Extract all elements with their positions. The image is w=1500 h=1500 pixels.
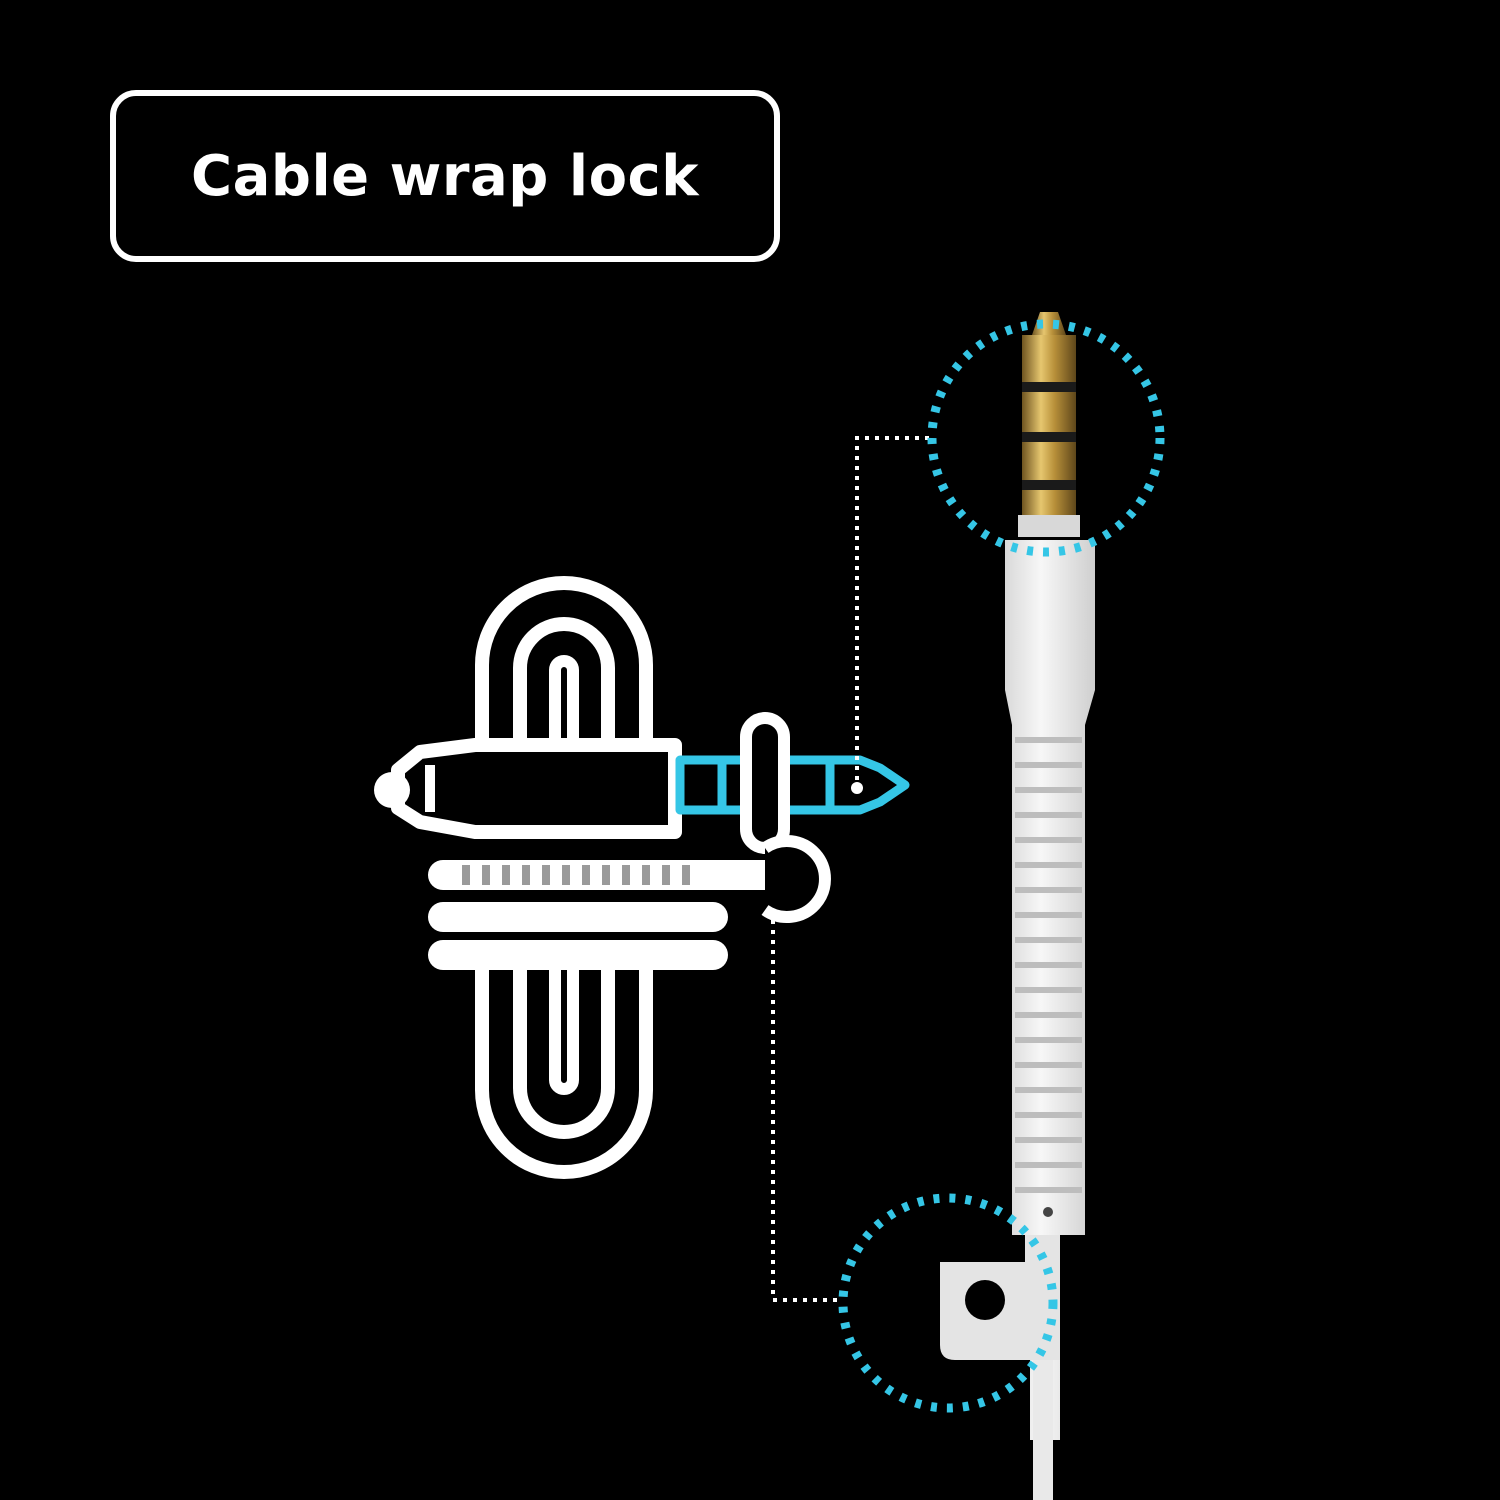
feature-title: Cable wrap lock (191, 143, 699, 209)
jack-plug-photo (940, 312, 1095, 1500)
lock-highlight-circle (838, 1193, 1058, 1413)
headphone-plug-icon (374, 712, 910, 923)
wrap-band-ribs (462, 865, 690, 885)
callout-lines (771, 436, 930, 1302)
wrap-lock-icon (940, 1235, 1060, 1360)
title-box: Cable wrap lock (110, 90, 780, 262)
housing-ribs (1015, 737, 1082, 1193)
coiled-cable-icon (475, 576, 653, 1179)
plug-highlight-circle (927, 319, 1165, 557)
bundle-lines (428, 860, 788, 970)
highlight-circles (838, 319, 1165, 1413)
